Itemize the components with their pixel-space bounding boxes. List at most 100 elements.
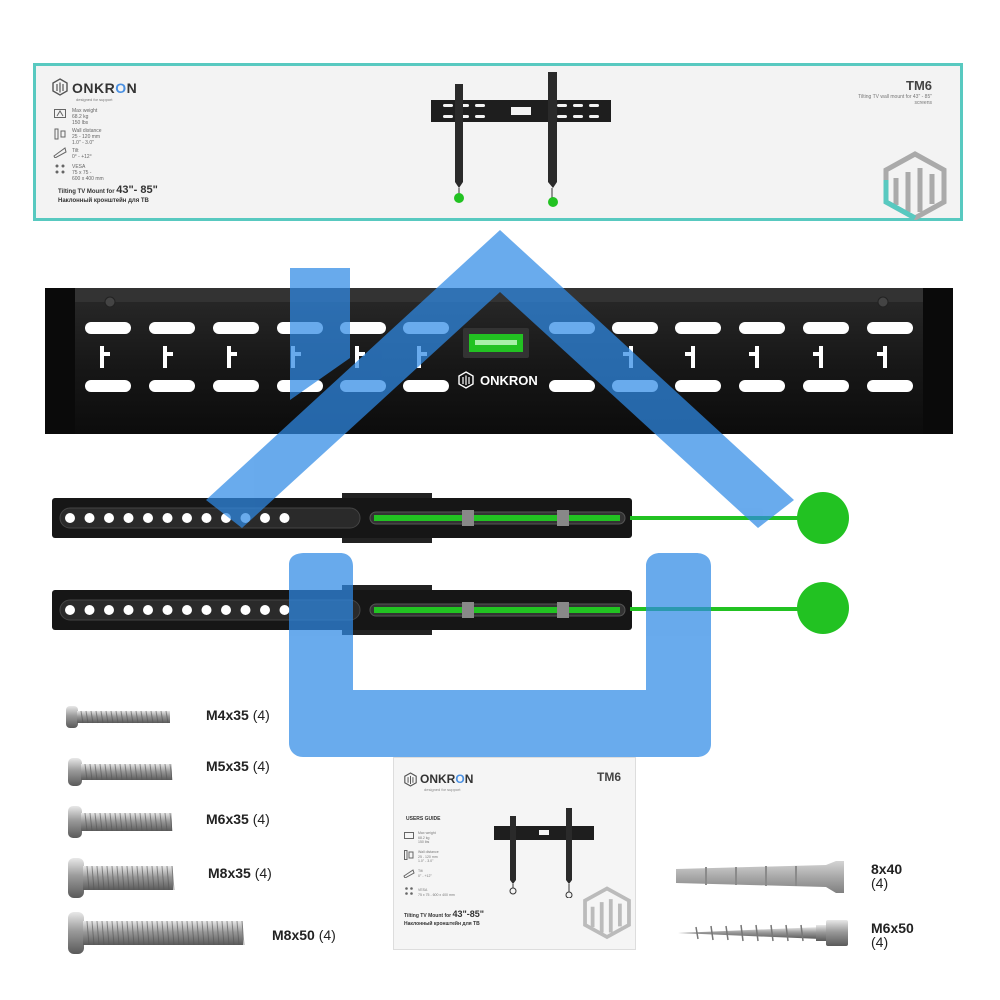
manual-hexagon-icon	[583, 886, 631, 940]
box-title: Tilting TV Mount for 43"- 85"	[58, 184, 158, 196]
screw-m8x35-icon	[68, 858, 173, 898]
arm-hole	[279, 513, 290, 523]
manual-model: TM6	[597, 770, 621, 784]
pull-cord-handle-bottom	[797, 582, 849, 634]
plate-slot	[340, 322, 386, 334]
plate-slot	[675, 380, 721, 392]
box-model: TM6	[906, 78, 932, 93]
anchor-label-8x40: 8x40(4)	[871, 861, 903, 891]
plate-hook	[877, 346, 887, 368]
screws-illustration	[66, 706, 245, 954]
anchor-label-m6x50: M6x50(4)	[871, 920, 914, 950]
plate-slot	[549, 380, 595, 392]
wall-plug-8x40-icon	[676, 861, 844, 893]
arm-hole	[182, 513, 192, 523]
screw-label-m6x35: M6x35 (4)	[206, 811, 270, 827]
plate-slot	[403, 380, 449, 392]
arm-hole	[162, 605, 173, 615]
box-tagline: designed for support	[76, 97, 113, 102]
plate-slot	[85, 380, 131, 392]
plate-hook	[163, 346, 173, 368]
plate-slot	[612, 322, 658, 334]
users-guide-manual: ONKRON designed for support TM6 USERS GU…	[393, 757, 636, 950]
plate-slot	[277, 380, 323, 392]
manual-vesa-icon	[405, 887, 413, 895]
arm-hole	[221, 605, 231, 615]
arm-hole	[201, 513, 212, 523]
manual-brand: ONKRON	[420, 772, 474, 786]
box-brand: ONKRON	[72, 80, 138, 96]
box-model-subtitle: Tilting TV wall mount for 43" - 85" scre…	[858, 94, 932, 106]
manual-tilt-icon	[403, 869, 415, 878]
screw-label-m4x35: M4x35 (4)	[206, 707, 270, 723]
screw-label-m8x35: M8x35 (4)	[208, 865, 272, 881]
onkron-logo-icon	[52, 78, 68, 96]
screw-label-m5x35: M5x35 (4)	[206, 758, 270, 774]
plate-slot	[149, 380, 195, 392]
wall-distance-icon	[54, 128, 66, 140]
arm-hole	[123, 605, 134, 615]
arm-hole	[143, 513, 153, 523]
pull-cords	[630, 492, 849, 634]
arm-hole	[260, 513, 270, 523]
arm-hole	[84, 513, 95, 523]
manual-mount-illustration	[494, 808, 594, 898]
plate-slot	[340, 380, 386, 392]
arm-hole	[279, 605, 290, 615]
brand-hexagon-icon	[883, 151, 947, 220]
manual-logo-icon	[404, 772, 417, 787]
arm-hole	[182, 605, 192, 615]
plate-slot	[803, 380, 849, 392]
plate-slot	[867, 322, 913, 334]
arm-hole	[240, 513, 251, 523]
plate-slot	[549, 322, 595, 334]
arm-hole	[221, 513, 231, 523]
vesa-icon	[55, 164, 65, 174]
plate-slot	[213, 322, 259, 334]
arm-hole	[143, 605, 153, 615]
weight-icon	[54, 109, 66, 118]
pull-cord-handle-top	[797, 492, 849, 544]
manual-title-ru: Наклонный кронштейн для ТВ	[404, 921, 480, 927]
plate-slot	[675, 322, 721, 334]
plate-slot	[739, 380, 785, 392]
box-mount-illustration	[431, 72, 611, 207]
screw-m8x50-icon	[68, 912, 243, 954]
tilt-icon	[53, 147, 67, 158]
plate-hook	[813, 346, 823, 368]
arm-hole	[162, 513, 173, 523]
anchors-illustration	[676, 861, 848, 946]
arm-hole	[201, 605, 212, 615]
manual-title: Tilting TV Mount for 43"-85"	[404, 909, 485, 919]
plate-slot	[149, 322, 195, 334]
vertical-arm-top	[52, 493, 632, 543]
arm-hole	[240, 605, 251, 615]
plate-slot	[803, 322, 849, 334]
manual-tagline: designed for support	[424, 787, 461, 792]
lag-bolt-m6x50-icon	[678, 920, 848, 946]
manual-weight-icon	[404, 832, 414, 839]
plate-slot	[612, 380, 658, 392]
arm-hole	[84, 605, 95, 615]
plate-slot	[867, 380, 913, 392]
plate-brand: ONKRON	[480, 373, 538, 388]
arm-hole	[65, 513, 75, 523]
plate-slot	[739, 322, 785, 334]
vertical-arm-bottom	[52, 585, 632, 635]
arm-hole	[260, 605, 270, 615]
arm-hole	[104, 513, 114, 523]
arm-hole	[123, 513, 134, 523]
plate-hook	[100, 346, 110, 368]
arm-hole	[104, 605, 114, 615]
manual-distance-icon	[404, 850, 414, 860]
plate-slot	[277, 322, 323, 334]
screw-label-m8x50: M8x50 (4)	[272, 927, 336, 943]
